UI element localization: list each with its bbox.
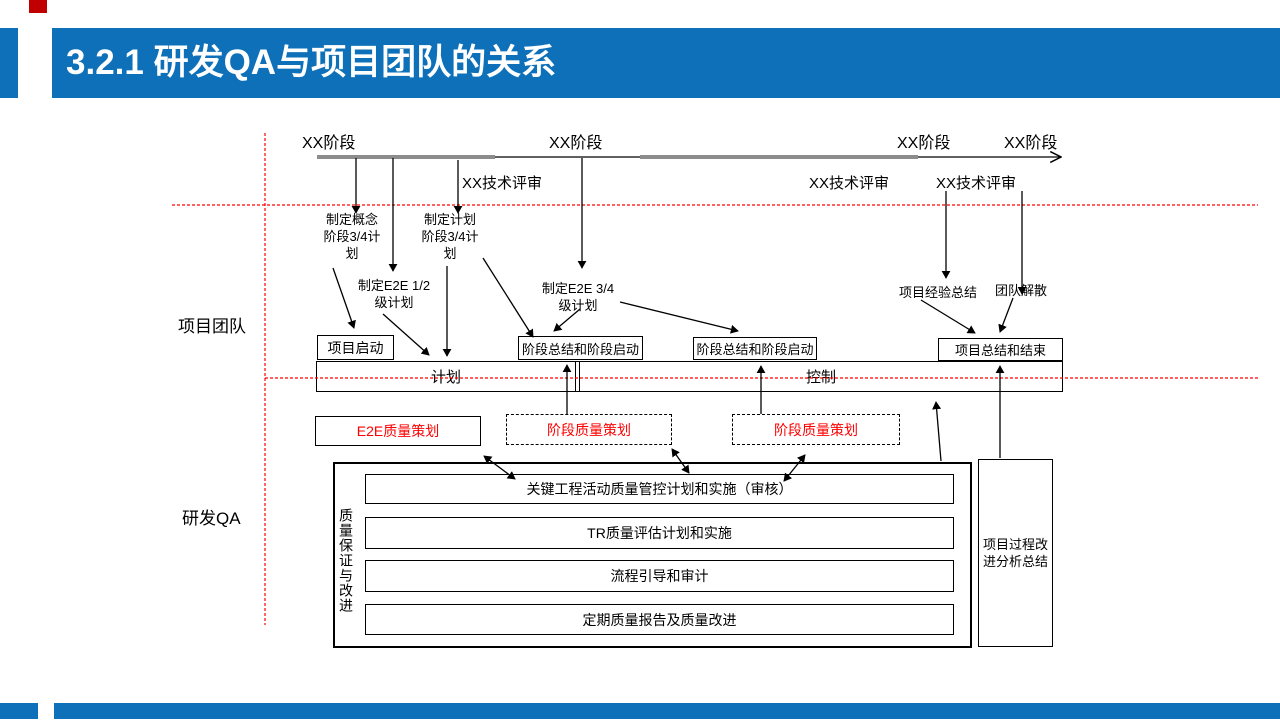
note-concept-plan: 制定概念 阶段3/4计 划: [323, 212, 381, 261]
phase-label-3: XX阶段: [897, 135, 951, 152]
milestone-project-start: 项目启动: [317, 335, 394, 360]
page-title: 3.2.1 研发QA与项目团队的关系: [66, 43, 557, 82]
footer-notch: [38, 703, 54, 720]
bar-cell-divider: [576, 362, 580, 391]
qa-container-side-label: 质量保证与改进: [338, 508, 354, 613]
milestone-stage-summary-2: 阶段总结和阶段启动: [693, 337, 817, 360]
bar-cell-plan: 计划: [317, 362, 576, 391]
qa-activity-row-3: 流程引导和审计: [365, 560, 954, 592]
note-team-dismiss: 团队解散: [994, 283, 1047, 298]
note-stage-plan: 制定计划 阶段3/4计 划: [421, 212, 479, 261]
header-bar: 3.2.1 研发QA与项目团队的关系: [52, 28, 1280, 98]
phase-label-2: XX阶段: [549, 135, 603, 152]
slide-accent-red-square: [29, 0, 47, 13]
qa-plan-e2e: E2E质量策划: [315, 416, 481, 446]
note-e2e-34-plan: 制定E2E 3/4 级计划: [541, 281, 615, 313]
qa-activity-row-4: 定期质量报告及质量改进: [365, 604, 954, 635]
qa-activity-row-1: 关键工程活动质量管控计划和实施（审核）: [365, 474, 954, 504]
review-label-3: XX技术评审: [936, 175, 1017, 192]
lane-label-rd-qa: 研发QA: [182, 509, 241, 528]
milestone-stage-summary-1: 阶段总结和阶段启动: [518, 336, 643, 360]
qa-activity-row-2: TR质量评估计划和实施: [365, 517, 954, 549]
qa-plan-stage-2: 阶段质量策划: [732, 414, 900, 445]
phase-label-4: XX阶段: [1004, 135, 1058, 152]
review-label-2: XX技术评审: [809, 175, 890, 192]
qa-plan-stage-1: 阶段质量策划: [506, 414, 672, 445]
qa-activities-container: 关键工程活动质量管控计划和实施（审核） TR质量评估计划和实施 流程引导和审计 …: [333, 462, 972, 648]
lane-label-project-team: 项目团队: [178, 317, 246, 336]
process-improve-box: 项目过程改进分析总结: [978, 459, 1053, 647]
phase-label-1: XX阶段: [302, 135, 356, 152]
review-label-1: XX技术评审: [462, 175, 543, 192]
footer-bar: [0, 703, 1280, 719]
note-e2e-half-plan: 制定E2E 1/2 级计划: [357, 278, 431, 310]
plan-control-bar: 计划 控制: [316, 361, 1063, 392]
note-experience-summary: 项目经验总结: [898, 285, 977, 300]
milestone-project-end: 项目总结和结束: [938, 338, 1063, 361]
bar-cell-control: 控制: [805, 369, 836, 386]
header-left-accent-block: [0, 28, 18, 98]
